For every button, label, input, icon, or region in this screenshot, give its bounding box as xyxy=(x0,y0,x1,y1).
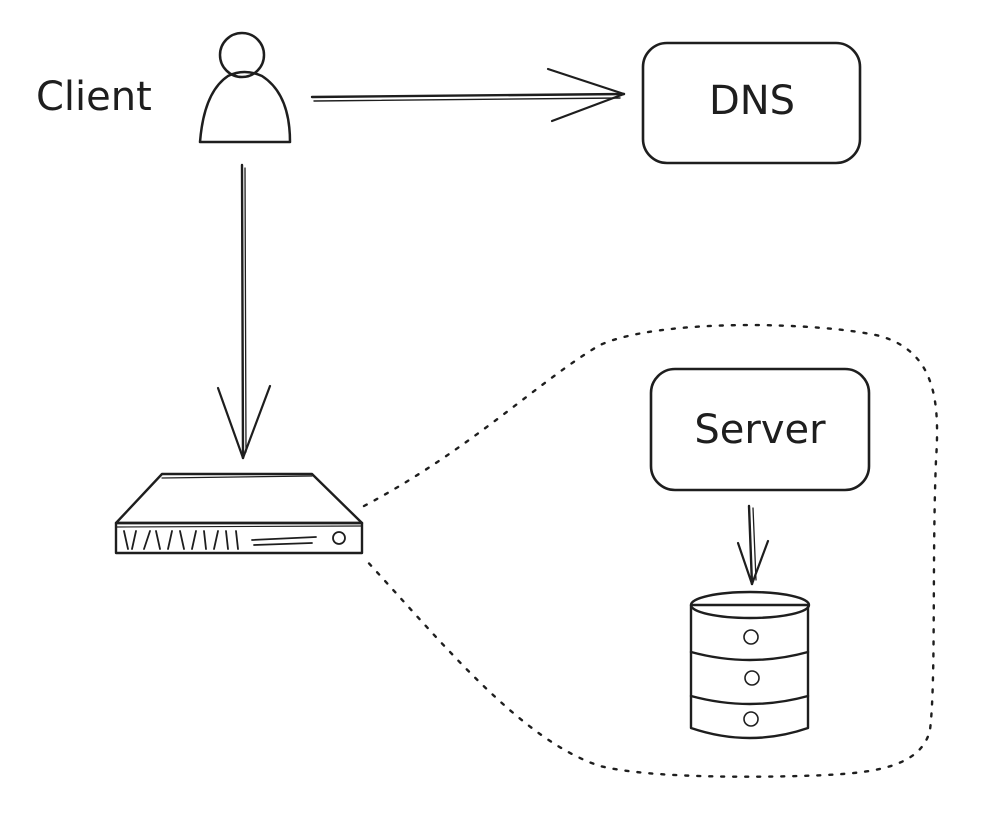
person-icon[interactable] xyxy=(198,31,292,144)
client-label: Client xyxy=(36,74,152,120)
disk-indicator-icon xyxy=(743,629,759,645)
server-rack-icon[interactable] xyxy=(114,472,364,555)
edge-client-dns xyxy=(310,67,626,123)
edge-client-load-balancer xyxy=(216,163,272,460)
disk-indicator-icon xyxy=(743,711,759,727)
dns-node[interactable]: DNS xyxy=(641,41,862,165)
dotted-group-outline xyxy=(362,323,939,778)
dns-label: DNS xyxy=(709,78,795,124)
disk-indicator-icon xyxy=(744,670,760,686)
server-node[interactable]: Server xyxy=(649,367,871,492)
edge-server-database xyxy=(736,504,770,586)
database-icon[interactable] xyxy=(689,590,811,740)
server-label: Server xyxy=(694,407,826,453)
